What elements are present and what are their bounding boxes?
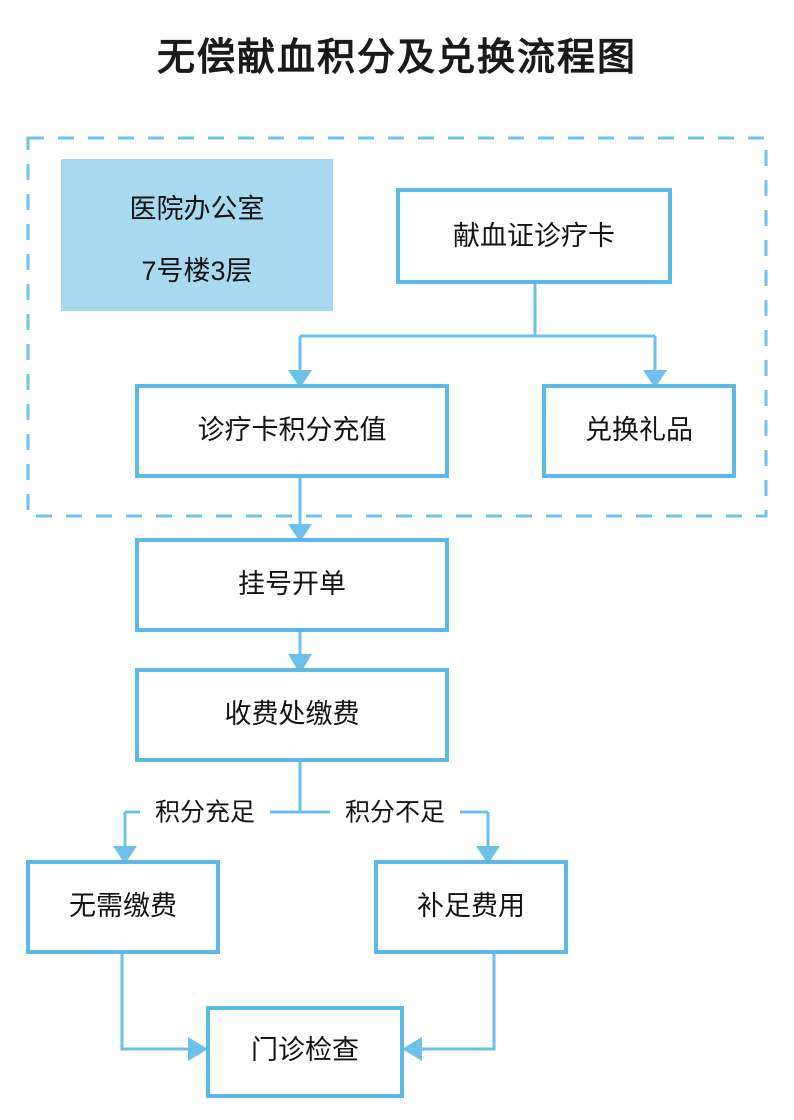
node-no-payment-shape	[26, 860, 220, 954]
node-top-up-fee-shape	[374, 860, 568, 954]
node-donor-card-shape	[396, 188, 672, 284]
node-donor-card[interactable]: 献血证诊疗卡	[396, 188, 672, 284]
node-hospital-office-shape	[61, 159, 333, 311]
node-hospital-office-line1: 医院办公室	[130, 194, 265, 224]
arrowhead-to-topupfee	[476, 846, 500, 864]
node-registration-label: 挂号开单	[238, 569, 346, 599]
node-top-up-fee[interactable]: 补足费用	[374, 860, 568, 954]
arrowhead-outpatient-right	[402, 1037, 422, 1061]
edge-label-points-insufficient: 积分不足	[345, 799, 445, 827]
node-outpatient[interactable]: 门诊检查	[206, 1006, 404, 1098]
arrowhead-to-redeem	[643, 370, 667, 388]
page-title: 无偿献血积分及兑换流程图	[156, 37, 637, 79]
arrowhead-to-nopayment	[113, 846, 137, 864]
node-recharge-shape	[135, 384, 449, 478]
arrowhead-outpatient-left	[188, 1037, 208, 1061]
node-donor-card-label: 献血证诊疗卡	[453, 221, 615, 251]
connector-nopayment-outpatient	[120, 950, 190, 1051]
node-registration-shape	[135, 538, 449, 632]
node-redeem-gift-shape	[542, 384, 736, 478]
node-top-up-fee-label: 补足费用	[417, 891, 525, 921]
edge-label-sufficient-backing	[140, 795, 270, 831]
hospital-office-group-border	[26, 136, 768, 518]
edge-label-insufficient-backing	[330, 795, 460, 831]
node-cashier[interactable]: 收费处缴费	[135, 668, 449, 762]
node-no-payment[interactable]: 无需缴费	[26, 860, 220, 954]
arrowhead-to-registration	[288, 524, 312, 542]
node-redeem-gift[interactable]: 兑换礼品	[542, 384, 736, 478]
arrowhead-to-cashier	[288, 654, 312, 674]
node-cashier-shape	[135, 668, 449, 762]
connector-topupfee-outpatient	[420, 950, 496, 1051]
node-hospital-office-line2: 7号楼3层	[141, 256, 252, 286]
arrowhead-to-recharge	[288, 370, 312, 388]
node-hospital-office[interactable]: 医院办公室 7号楼3层	[61, 159, 333, 311]
node-redeem-gift-label: 兑换礼品	[585, 415, 693, 445]
node-cashier-label: 收费处缴费	[225, 699, 360, 729]
node-outpatient-label: 门诊检查	[251, 1035, 359, 1065]
node-no-payment-label: 无需缴费	[69, 891, 177, 921]
edge-label-points-sufficient: 积分充足	[155, 799, 255, 827]
node-recharge-label: 诊疗卡积分充值	[198, 415, 387, 445]
node-recharge[interactable]: 诊疗卡积分充值	[135, 384, 449, 478]
node-outpatient-shape	[206, 1006, 404, 1098]
node-registration[interactable]: 挂号开单	[135, 538, 449, 632]
